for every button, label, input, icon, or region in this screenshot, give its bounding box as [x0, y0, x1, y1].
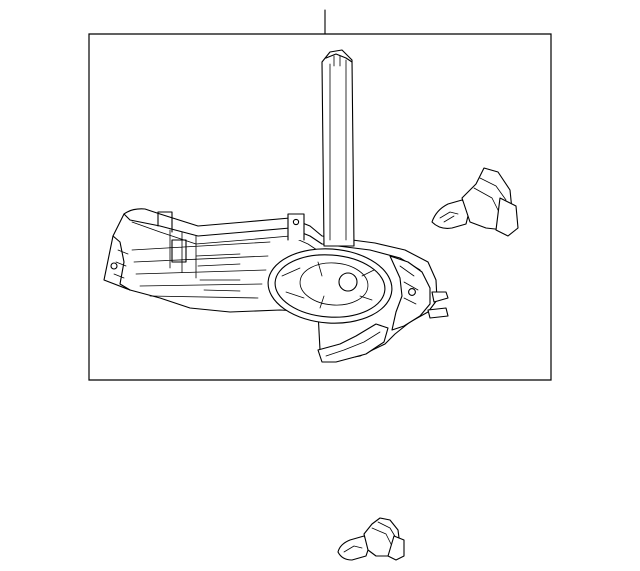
lens-bulb-center	[339, 273, 357, 291]
left-end-rib	[114, 250, 128, 278]
right-tab-lower	[428, 308, 448, 318]
assembly-frame	[89, 34, 551, 380]
bulb-in-box[interactable]	[432, 168, 518, 236]
fog-lamp-assembly[interactable]	[104, 50, 448, 362]
bracket-clip-left	[158, 212, 172, 232]
bulb-standalone[interactable]	[338, 518, 404, 560]
bulb-standalone-connector	[388, 536, 404, 560]
vertical-post	[322, 50, 354, 246]
right-tab-upper	[432, 292, 448, 302]
bulb-standalone-ring	[372, 522, 396, 546]
lens-facets	[282, 262, 374, 308]
post-top-cap	[326, 54, 352, 62]
post-inner-channel	[330, 56, 346, 240]
left-mount-hole	[111, 263, 117, 269]
bracket-clip-mid	[172, 240, 186, 262]
left-end-cap	[113, 236, 130, 290]
bracket-slots	[196, 254, 240, 291]
upper-mounting-tab	[288, 214, 304, 240]
bulb-in-box-ring	[474, 178, 506, 214]
lens-outer-ring	[266, 245, 395, 327]
lens-reflector	[299, 261, 370, 308]
right-mount-hole	[409, 289, 416, 296]
bottom-bracket-edge	[326, 332, 380, 356]
bracket-ribs	[132, 230, 270, 298]
housing-inner-rim	[132, 222, 320, 252]
bulb-standalone-filament	[344, 546, 362, 552]
bulb-in-box-connector	[496, 198, 518, 236]
bulb-in-box-filament	[440, 212, 458, 222]
right-bezel-ribs	[400, 266, 418, 304]
lens-inner-ring	[273, 251, 387, 321]
upper-tab-hole	[293, 219, 298, 224]
